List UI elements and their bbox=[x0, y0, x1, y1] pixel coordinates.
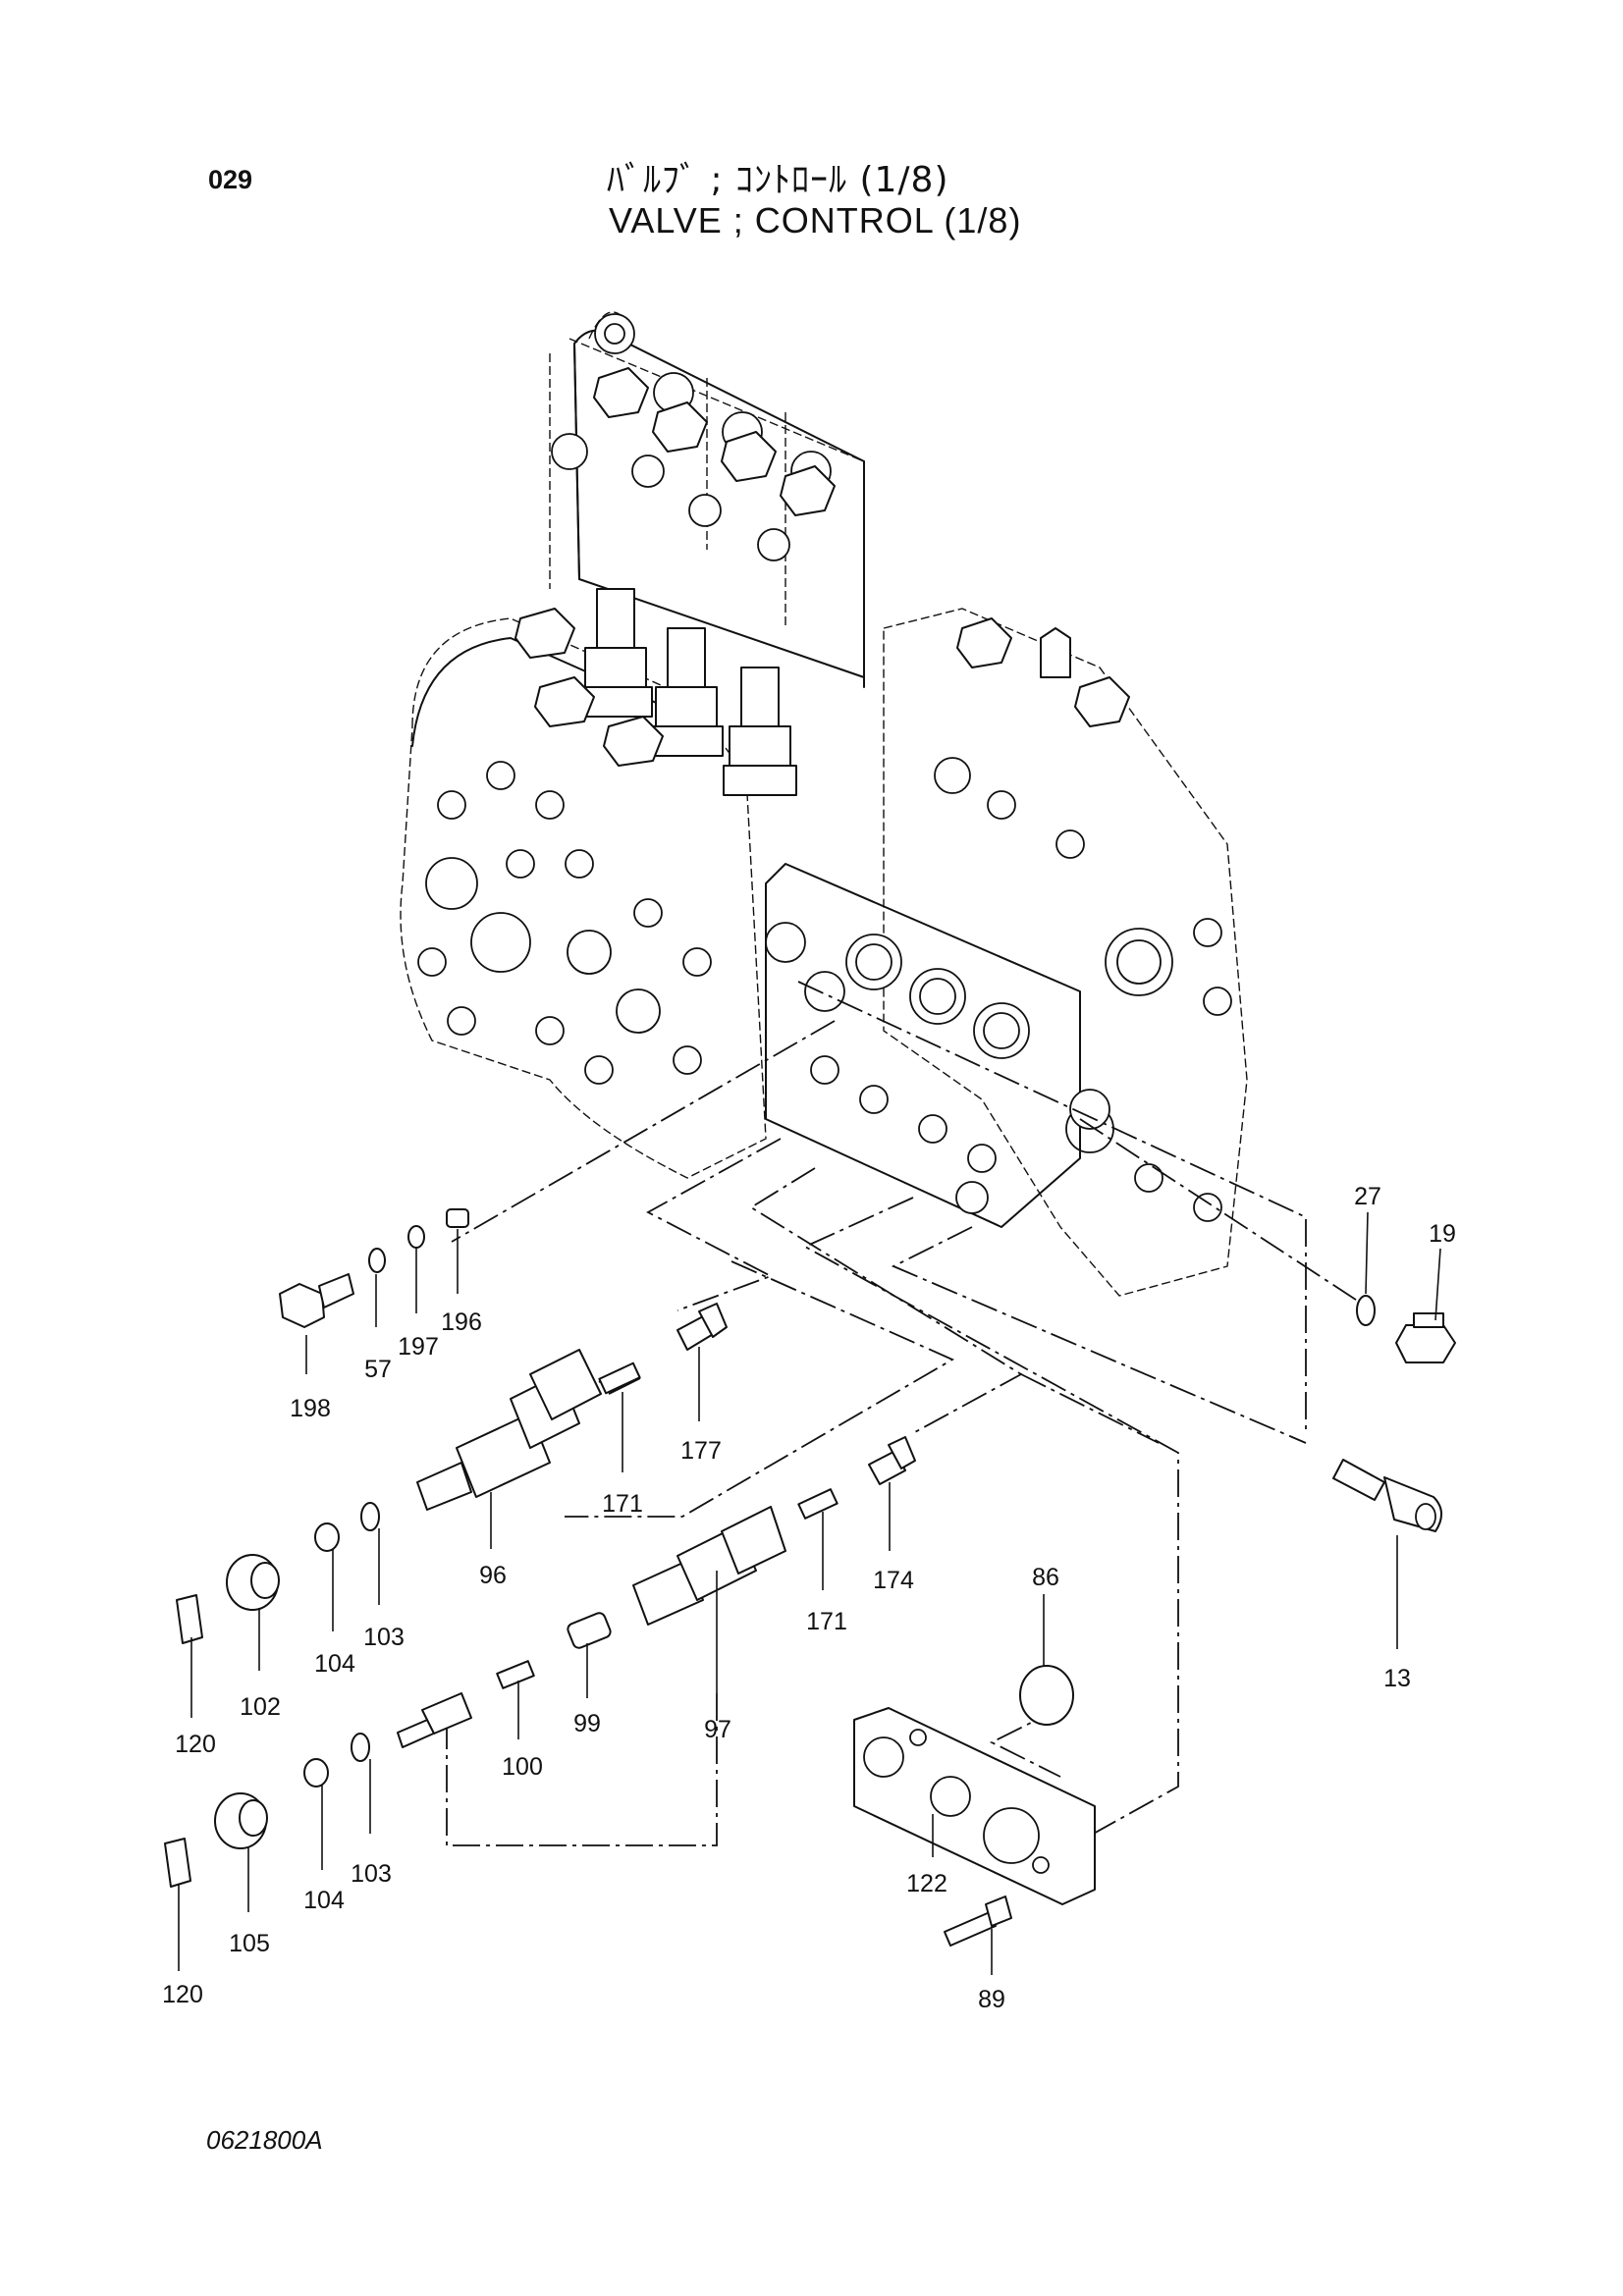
part-120-plate-upper bbox=[176, 1594, 203, 1644]
part-105-cap bbox=[214, 1792, 268, 1849]
part-103-o-ring-upper bbox=[360, 1502, 380, 1531]
part-57-o-ring bbox=[368, 1248, 386, 1273]
part-27-o-ring bbox=[1356, 1295, 1376, 1326]
part-174-plug bbox=[868, 1436, 916, 1485]
part-104-ring-lower bbox=[303, 1758, 329, 1788]
part-196-sleeve bbox=[446, 1208, 469, 1228]
callout-171-lower: 171 bbox=[806, 1608, 847, 1635]
part-104-ring-upper bbox=[314, 1522, 340, 1552]
part-86-o-ring bbox=[1019, 1665, 1074, 1726]
left-face-ports bbox=[417, 761, 712, 1085]
callout-19: 19 bbox=[1429, 1220, 1456, 1248]
part-102-cap bbox=[226, 1554, 280, 1611]
callout-171-upper: 171 bbox=[602, 1490, 643, 1518]
part-198-plug bbox=[279, 1273, 354, 1328]
callout-leaders bbox=[178, 1211, 1441, 1975]
callout-197: 197 bbox=[398, 1333, 439, 1361]
part-99-plug bbox=[567, 1612, 612, 1649]
front-block-ports bbox=[765, 922, 1110, 1214]
part-177-plug bbox=[676, 1303, 728, 1351]
callout-99: 99 bbox=[573, 1710, 601, 1737]
part-96-spool bbox=[416, 1349, 602, 1511]
page-title-english: VALVE ; CONTROL (1/8) bbox=[609, 200, 1022, 240]
callout-196: 196 bbox=[441, 1308, 482, 1336]
callout-198: 198 bbox=[290, 1395, 331, 1422]
control-valve-body bbox=[400, 311, 1248, 1297]
part-122-cover bbox=[853, 1707, 1096, 1905]
callout-177: 177 bbox=[680, 1437, 722, 1465]
part-171-spring-lower bbox=[797, 1488, 839, 1520]
relief-valve-stems bbox=[514, 588, 797, 796]
callout-122: 122 bbox=[906, 1870, 947, 1897]
callout-104-upper: 104 bbox=[314, 1650, 355, 1678]
callout-104-lower: 104 bbox=[303, 1887, 345, 1914]
drawing-code: 0621800A bbox=[206, 2125, 323, 2155]
callout-96: 96 bbox=[479, 1562, 507, 1589]
callout-103-lower: 103 bbox=[351, 1860, 392, 1888]
part-103-o-ring-lower bbox=[351, 1733, 370, 1762]
callout-numbers: 27 19 13 198 57 197 196 177 171 96 174 1… bbox=[162, 1183, 1456, 2013]
part-171-spring-body-upper bbox=[598, 1362, 641, 1395]
callout-103-upper: 103 bbox=[363, 1624, 405, 1651]
part-13-socket-bolt bbox=[1332, 1459, 1442, 1532]
callout-120-lower: 120 bbox=[162, 1981, 203, 2008]
part-pilot-stem bbox=[397, 1692, 472, 1748]
callout-89: 89 bbox=[978, 1986, 1005, 2013]
callout-100: 100 bbox=[502, 1753, 543, 1781]
right-section-caps bbox=[934, 617, 1232, 1222]
page-number: 029 bbox=[208, 165, 253, 194]
callout-86: 86 bbox=[1032, 1564, 1059, 1591]
assembly-centerlines bbox=[446, 981, 1366, 1846]
part-120-plate-lower bbox=[164, 1838, 191, 1888]
callout-105: 105 bbox=[229, 1930, 270, 1957]
part-100-spring bbox=[496, 1660, 535, 1689]
part-197-ring bbox=[407, 1225, 425, 1249]
part-97-spool bbox=[632, 1506, 786, 1626]
callout-120-upper: 120 bbox=[175, 1731, 216, 1758]
callout-27: 27 bbox=[1354, 1183, 1381, 1210]
callout-97: 97 bbox=[704, 1716, 731, 1743]
callout-174: 174 bbox=[873, 1567, 914, 1594]
part-89-bolt bbox=[944, 1896, 1012, 1947]
page-title-japanese: ﾊﾞﾙﾌﾞ ; ｺﾝﾄﾛｰﾙ (1/8) bbox=[607, 160, 949, 200]
callout-13: 13 bbox=[1383, 1665, 1411, 1692]
callout-57: 57 bbox=[364, 1356, 392, 1383]
part-19-plug bbox=[1395, 1312, 1456, 1363]
callout-102: 102 bbox=[240, 1693, 281, 1721]
